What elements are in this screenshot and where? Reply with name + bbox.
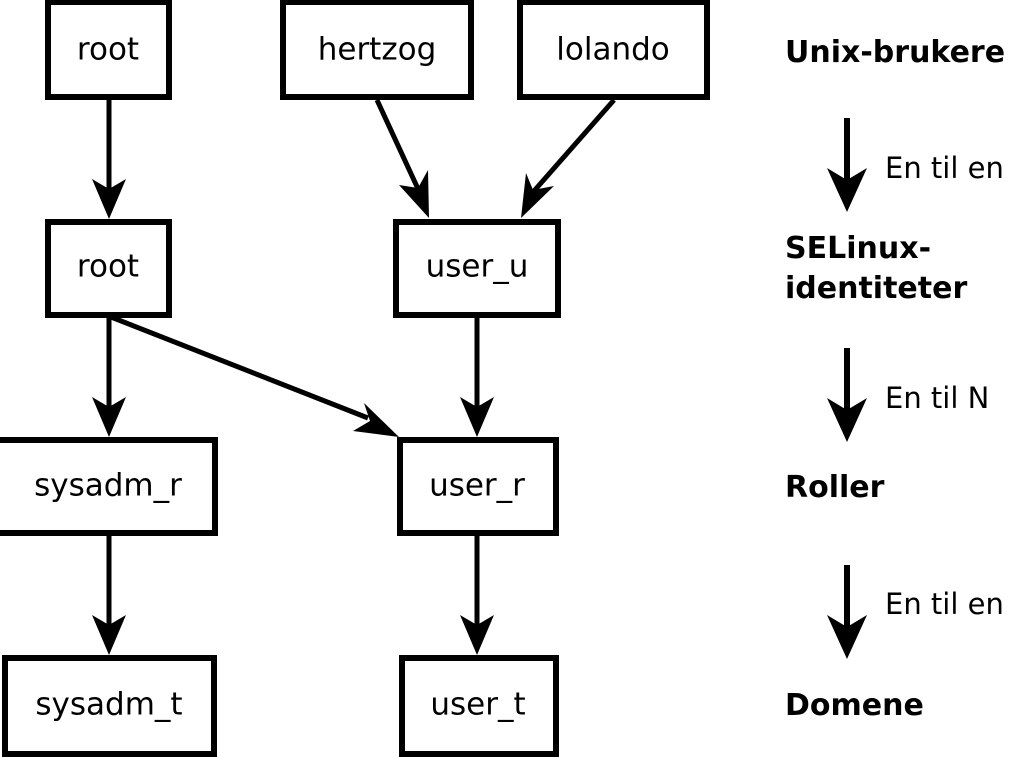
edge-user-u-to-user-r [460, 317, 494, 437]
node-unix-hertzog-label: hertzog [318, 32, 437, 68]
node-unix-root[interactable]: root [45, 0, 172, 100]
node-identity-root-label: root [77, 249, 139, 285]
node-role-user-r-label: user_r [429, 468, 525, 504]
legend-level-selinux-identities-line1: SELinux- [785, 231, 931, 266]
node-identity-user-u-label: user_u [426, 249, 529, 285]
node-role-sysadm-r[interactable]: sysadm_r [0, 437, 218, 536]
node-domain-user-t[interactable]: user_t [399, 655, 559, 757]
node-identity-user-u[interactable]: user_u [393, 219, 561, 318]
edge-unix-root-to-ident-root [92, 99, 126, 219]
edge-sysadm-r-to-sysadm-t [92, 536, 126, 655]
legend-level-domains: Domene [785, 688, 924, 723]
node-domain-sysadm-t-label: sysadm_t [35, 687, 182, 723]
node-unix-root-label: root [77, 32, 139, 68]
edge-lolando-to-user-u [521, 98, 616, 218]
edge-ident-root-to-sysadm-r [92, 317, 126, 437]
node-role-user-r[interactable]: user_r [397, 437, 559, 536]
legend-arrow-one-to-one-b [827, 565, 867, 659]
node-domain-user-t-label: user_t [430, 687, 525, 723]
node-identity-root[interactable]: root [45, 219, 172, 318]
legend-level-selinux-identities-line2: identiteter [785, 271, 967, 306]
legend-arrow-one-to-one-a [827, 118, 867, 212]
node-role-sysadm-r-label: sysadm_r [34, 468, 182, 504]
node-domain-sysadm-t[interactable]: sysadm_t [2, 655, 217, 757]
legend-relation-one-to-one-b: En til en [885, 587, 1004, 621]
legend-relation-one-to-n: En til N [885, 381, 989, 415]
edge-user-r-to-user-t [460, 536, 494, 655]
legend-relation-one-to-one-a: En til en [885, 151, 1004, 185]
edge-ident-root-to-user-r [110, 314, 399, 437]
legend-arrow-one-to-n [827, 348, 867, 442]
edge-hertzog-to-user-u [374, 98, 429, 218]
legend-level-roles: Roller [785, 470, 885, 505]
node-unix-lolando-label: lolando [556, 32, 669, 68]
node-unix-hertzog[interactable]: hertzog [280, 0, 474, 100]
legend-level-unix-users: Unix-brukere [785, 35, 1005, 70]
node-unix-lolando[interactable]: lolando [517, 0, 710, 100]
